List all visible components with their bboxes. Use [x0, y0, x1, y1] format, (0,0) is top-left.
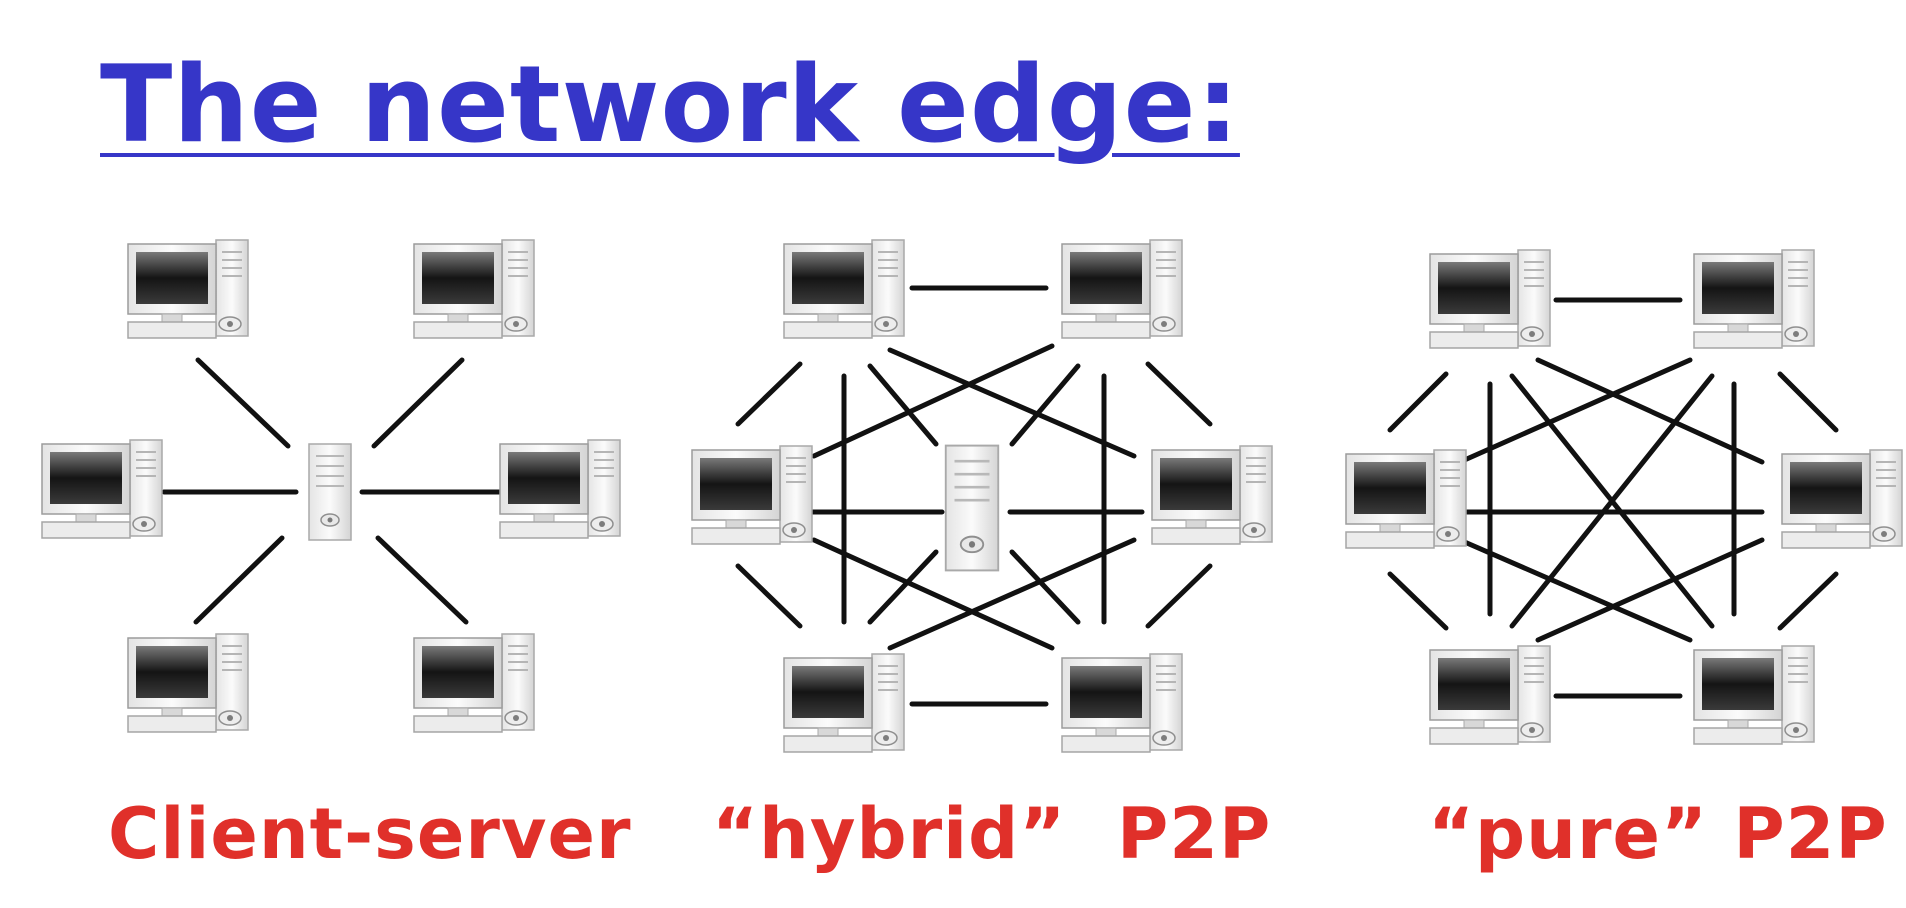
desktop-computer-icon	[1429, 249, 1551, 349]
desktop-computer-icon	[1061, 239, 1183, 339]
hybrid-p2p-links	[735, 285, 1213, 707]
caption-client-server: Client-server	[108, 793, 632, 875]
desktop-computer-icon	[413, 239, 535, 339]
pure-p2p-links	[1387, 297, 1839, 699]
desktop-computer-icon	[1151, 445, 1273, 545]
desktop-computer-icon	[1693, 249, 1815, 349]
desktop-computer-icon	[1061, 653, 1183, 753]
caption-hybrid-p2p: “hybrid” P2P	[712, 793, 1272, 875]
server-icon	[308, 443, 352, 541]
desktop-computer-icon	[1345, 449, 1467, 549]
pure-p2p-diagram	[1345, 249, 1903, 745]
desktop-computer-icon	[127, 633, 249, 733]
desktop-computer-icon	[1781, 449, 1903, 549]
server-icon	[944, 444, 1000, 572]
slide-title: The network edge:	[100, 43, 1240, 166]
caption-pure-p2p: “pure” P2P	[1428, 793, 1888, 875]
desktop-computer-icon	[499, 439, 621, 539]
desktop-computer-icon	[691, 445, 813, 545]
desktop-computer-icon	[783, 239, 905, 339]
hybrid-p2p-diagram	[691, 239, 1273, 753]
desktop-computer-icon	[783, 653, 905, 753]
desktop-computer-icon	[413, 633, 535, 733]
desktop-computer-icon	[41, 439, 163, 539]
client-server-links	[161, 357, 503, 625]
client-server-diagram	[41, 239, 621, 733]
desktop-computer-icon	[127, 239, 249, 339]
desktop-computer-icon	[1693, 645, 1815, 745]
desktop-computer-icon	[1429, 645, 1551, 745]
